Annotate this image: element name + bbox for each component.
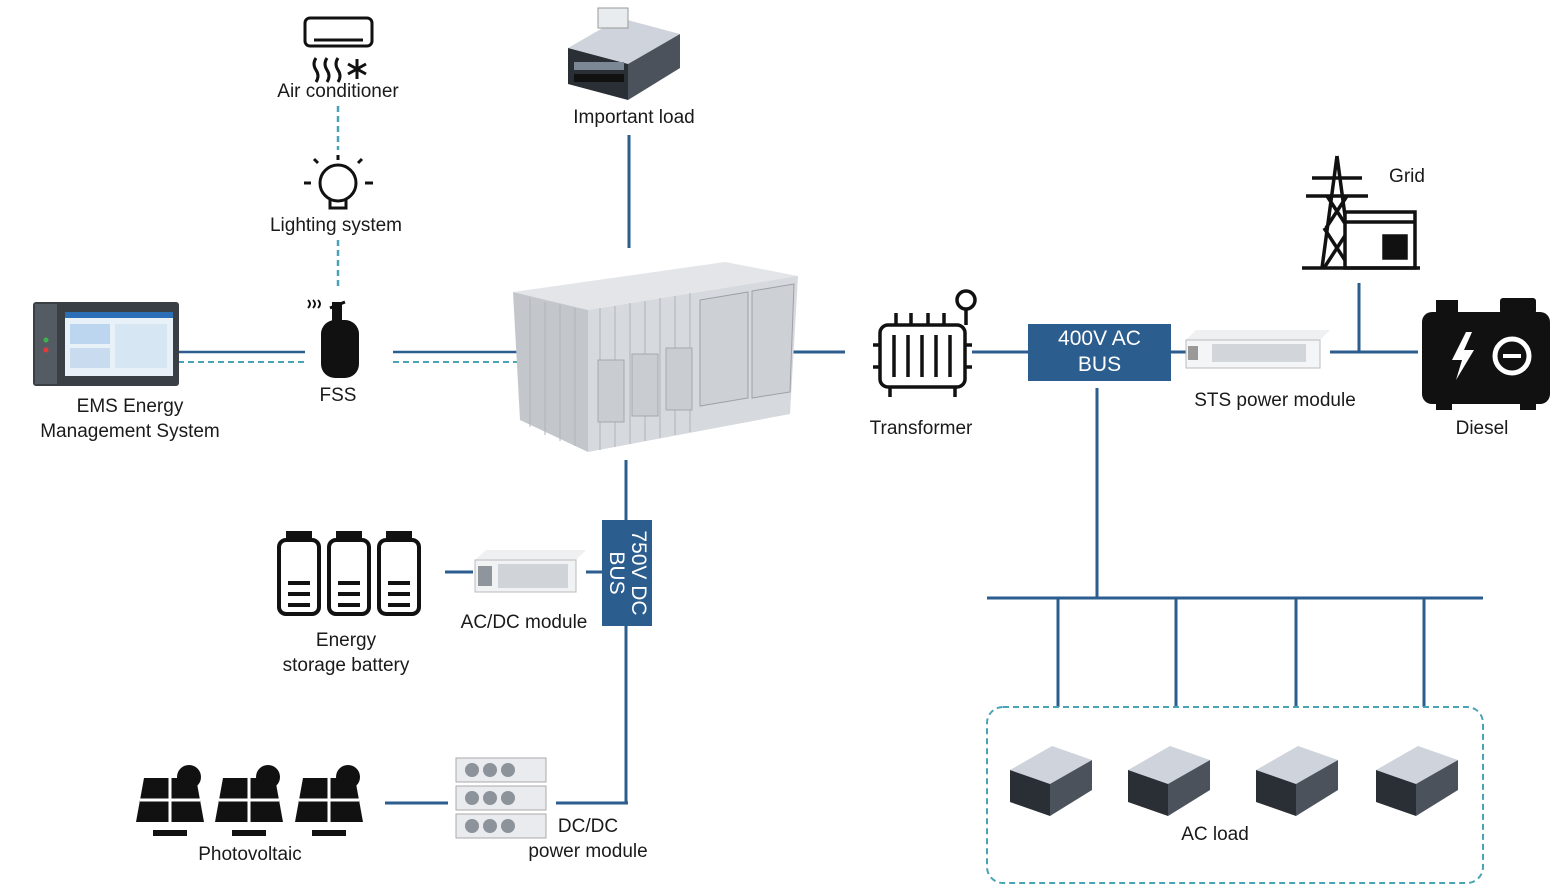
sts-module-label: STS power module <box>1194 390 1356 411</box>
ems-label-line1: EMS Energy <box>76 396 184 417</box>
air-conditioner-icon <box>303 16 374 83</box>
lighting-system-label: Lighting system <box>269 215 402 236</box>
ac-bus: 400V AC BUS <box>1028 324 1171 381</box>
acdc-module-label: AC/DC module <box>460 612 588 633</box>
ac-bus-line2: BUS <box>1077 353 1122 376</box>
battery-label-line2: storage battery <box>282 655 410 676</box>
comm-lines <box>178 106 518 363</box>
solar-panel-icons <box>136 765 363 836</box>
important-load-label: Important load <box>573 107 695 128</box>
dcdc-label-line1: DC/DC <box>557 816 619 837</box>
container-icon <box>513 262 798 452</box>
battery-label-line1: Energy <box>315 630 377 651</box>
transformer-icon <box>873 289 977 397</box>
acdc-module-icon <box>474 550 586 593</box>
sts-module-icon <box>1185 330 1330 369</box>
solar-panel-1 <box>136 765 204 836</box>
ems-label-line2: Management System <box>40 421 220 442</box>
diesel-generator-icon <box>1422 298 1550 410</box>
dcdc-module-label: DC/DC power module <box>508 814 668 864</box>
solar-panel-2 <box>215 765 283 836</box>
ac-load-unit-1 <box>1010 746 1092 816</box>
transformer-label: Transformer <box>869 418 973 439</box>
grid-label: Grid <box>1389 166 1425 187</box>
fss-label: FSS <box>319 385 357 406</box>
grid-icon <box>1302 155 1420 270</box>
important-load-icon <box>568 7 680 100</box>
fire-suppression-icon <box>307 299 359 378</box>
battery-icons <box>277 531 421 616</box>
ac-load-unit-4 <box>1376 746 1458 816</box>
ac-load-label: AC load <box>1181 824 1249 845</box>
dcdc-module-icon <box>455 757 547 839</box>
diesel-label: Diesel <box>1455 418 1509 439</box>
dcdc-label-line2: power module <box>528 841 648 862</box>
ac-load-unit-3 <box>1256 746 1338 816</box>
dc-bus-label: 750V DC BUS <box>605 530 650 616</box>
air-conditioner-label: Air conditioner <box>277 81 399 102</box>
ems-label: EMS Energy Management System <box>20 394 240 444</box>
solar-panel-3 <box>295 765 363 836</box>
ac-load-group-box <box>986 706 1484 884</box>
lightbulb-icon <box>304 155 373 210</box>
ac-load-unit-2 <box>1128 746 1210 816</box>
ems-screen-icon <box>33 302 179 386</box>
ac-bus-line1: 400V AC <box>1058 327 1141 350</box>
photovoltaic-label: Photovoltaic <box>198 844 302 865</box>
battery-label: Energy storage battery <box>246 628 446 678</box>
ac-load-icons <box>1010 746 1458 816</box>
connection-lines <box>385 135 1483 805</box>
dc-bus: 750V DC BUS <box>602 520 652 626</box>
